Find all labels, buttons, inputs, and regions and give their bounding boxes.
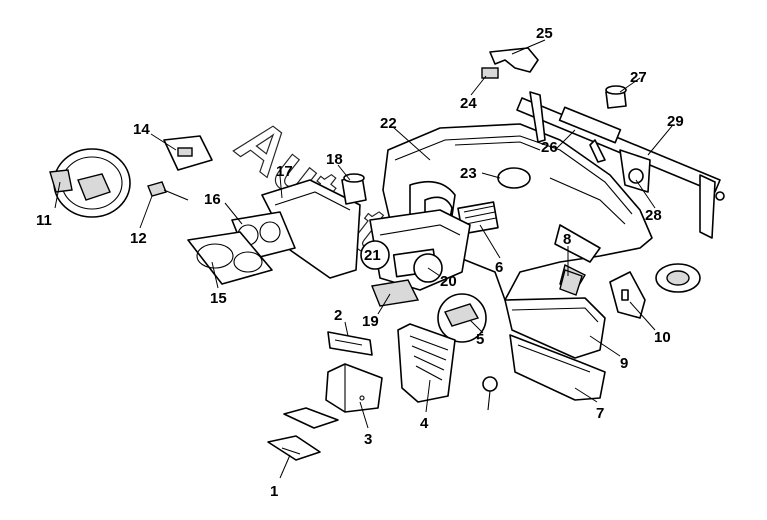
callout-12: 12 <box>130 230 147 247</box>
part-14-panel <box>163 135 213 171</box>
callout-11: 11 <box>36 212 52 229</box>
part-27-cap <box>605 85 627 109</box>
part-ignition-key <box>482 376 498 411</box>
callout-22: 22 <box>380 115 397 132</box>
callout-24: 24 <box>460 95 477 112</box>
part-2-radio <box>327 331 373 356</box>
callout-1: 1 <box>270 483 278 500</box>
part-tray-upper <box>283 407 339 429</box>
part-8-switch <box>559 269 583 296</box>
part-12-stalk <box>147 181 189 201</box>
part-4-duct <box>397 323 456 403</box>
callout-28: 28 <box>645 207 662 224</box>
callout-29: 29 <box>667 113 684 130</box>
callout-15: 15 <box>210 290 227 307</box>
part-speaker <box>655 263 701 293</box>
part-9-glovebox-lid <box>504 297 606 359</box>
callout-19: 19 <box>362 313 379 330</box>
callout-14: 14 <box>133 121 150 138</box>
callout-25: 25 <box>536 25 553 42</box>
callout-3: 3 <box>364 431 372 448</box>
callout-17: 17 <box>276 163 293 180</box>
callout-7: 7 <box>596 405 604 422</box>
callout-6: 6 <box>495 259 503 276</box>
part-18-knob <box>341 173 367 205</box>
callout-5: 5 <box>476 331 484 348</box>
part-1-tray <box>267 435 321 461</box>
callout-8: 8 <box>563 231 571 248</box>
part-24-clip <box>481 67 499 79</box>
callout-18: 18 <box>326 151 343 168</box>
callout-20: 20 <box>440 273 457 290</box>
part-15-cluster-glass <box>187 231 273 285</box>
part-7-glovebox <box>509 334 606 401</box>
callout-9: 9 <box>620 355 628 372</box>
part-11-steering-wheel <box>49 148 131 218</box>
callout-10: 10 <box>654 329 671 346</box>
callout-2: 2 <box>334 307 342 324</box>
part-center-console <box>360 209 471 307</box>
callout-23: 23 <box>460 165 477 182</box>
part-5-detail <box>437 293 487 343</box>
callout-26: 26 <box>541 139 558 156</box>
leader-lines <box>54 39 673 479</box>
callout-labels: 1 2 3 4 5 6 7 8 9 10 11 12 14 15 16 17 1… <box>36 25 684 500</box>
callout-16: 16 <box>204 191 221 208</box>
part-crossmember-beam <box>516 91 725 239</box>
part-25-bracket <box>489 47 539 73</box>
callout-21: 21 <box>364 247 381 264</box>
part-3-unit <box>325 363 383 413</box>
part-10-side-panel <box>609 271 646 319</box>
callout-27: 27 <box>630 69 647 86</box>
callout-4: 4 <box>420 415 429 432</box>
